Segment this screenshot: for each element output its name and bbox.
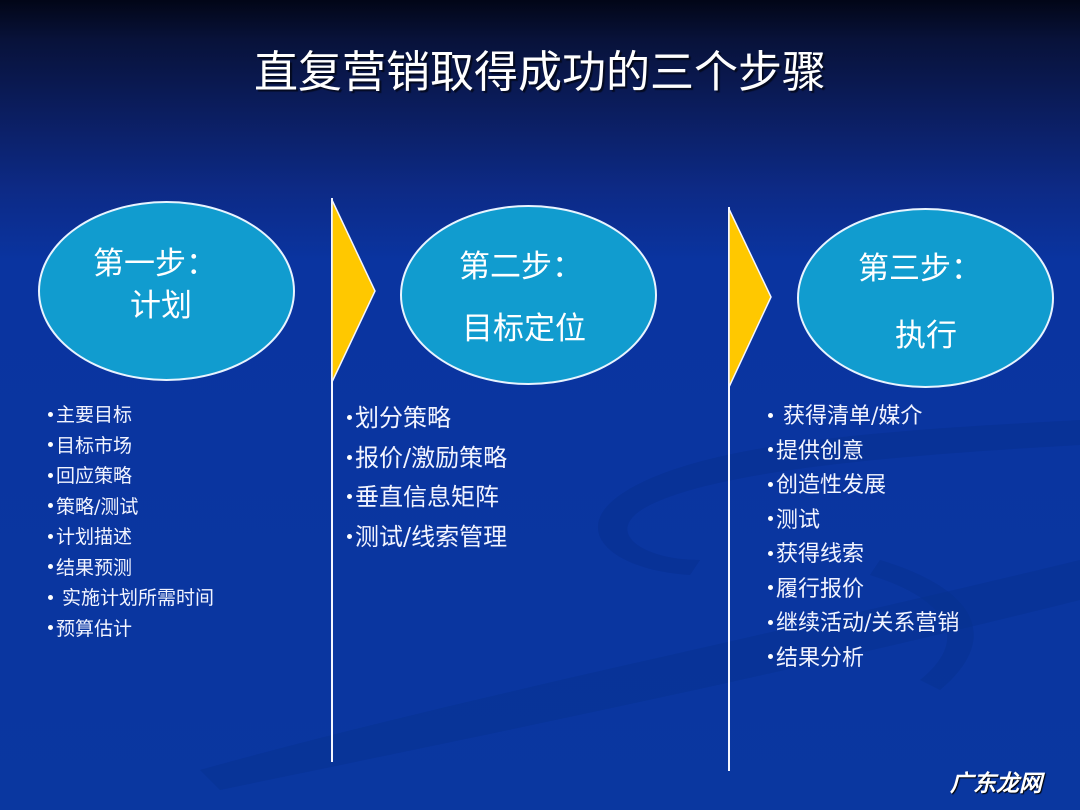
slide-title: 直复营销取得成功的三个步骤 — [254, 47, 826, 98]
bullet-dot-icon — [768, 654, 773, 659]
bullet-dot-icon — [768, 585, 773, 590]
step-2-bullet-list: 划分策略 报价/激励策略 垂直信息矩阵 测试/线索管理 — [347, 399, 507, 557]
bullet-dot-icon — [768, 447, 773, 452]
bullet-item: 获得清单/媒介 — [768, 400, 959, 435]
step-3-subtitle: 执行 — [895, 318, 957, 354]
bullet-item: 结果预测 — [48, 553, 214, 584]
bullet-item: 创造性发展 — [768, 469, 959, 504]
bullet-dot-icon — [48, 594, 53, 600]
bullet-dot-icon — [48, 442, 53, 447]
bullet-item: 回应策略 — [48, 461, 214, 492]
bullet-dot-icon — [768, 481, 773, 487]
step-1-bullet-list: 主要目标 目标市场 回应策略 策略/测试 计划描述 结果预测 实施计划所需时间 … — [48, 400, 214, 644]
bullet-item: 获得线索 — [768, 538, 959, 573]
bullet-dot-icon — [347, 494, 352, 499]
step-1-subtitle: 计划 — [130, 288, 192, 324]
bullet-item: 目标市场 — [48, 431, 214, 462]
divider-line-2 — [728, 207, 730, 771]
bullet-item: 策略/测试 — [48, 492, 214, 523]
bullet-item: 提供创意 — [768, 435, 959, 470]
bullet-dot-icon — [48, 472, 53, 478]
bullet-item: 垂直信息矩阵 — [347, 478, 507, 518]
bullet-item: 实施计划所需时间 — [48, 583, 214, 614]
step-1-heading: 第一步： — [93, 246, 217, 282]
bullet-item: 划分策略 — [347, 399, 507, 439]
bullet-item: 报价/激励策略 — [347, 439, 507, 479]
bullet-item: 结果分析 — [768, 642, 959, 677]
bullet-dot-icon — [48, 411, 53, 417]
bullet-item: 预算估计 — [48, 614, 214, 645]
bullet-dot-icon — [768, 619, 773, 625]
bullet-dot-icon — [48, 503, 53, 508]
bullet-dot-icon — [48, 625, 53, 630]
step-3-ellipse — [797, 208, 1054, 388]
bullet-dot-icon — [48, 533, 53, 539]
bullet-item: 测试/线索管理 — [347, 518, 507, 558]
bullet-item: 继续活动/关系营销 — [768, 607, 959, 642]
step-3-heading: 第三步： — [858, 251, 982, 287]
step-3-bullet-list: 获得清单/媒介 提供创意 创造性发展 测试 获得线索 履行报价 继续活动/关系营… — [768, 400, 959, 676]
step-2-subtitle: 目标定位 — [462, 311, 586, 347]
bullet-item: 履行报价 — [768, 573, 959, 608]
watermark-logo: 广东龙网 — [950, 771, 1042, 797]
bullet-item: 测试 — [768, 504, 959, 539]
bullet-dot-icon — [347, 454, 352, 460]
bullet-dot-icon — [768, 550, 773, 556]
divider-line-1 — [331, 198, 333, 762]
chevron-right-arrow-icon — [331, 199, 376, 383]
bullet-dot-icon — [347, 415, 352, 420]
step-1-ellipse — [38, 201, 295, 381]
bullet-item: 主要目标 — [48, 400, 214, 431]
bullet-dot-icon — [768, 412, 773, 418]
bullet-dot-icon — [347, 533, 352, 539]
chevron-right-arrow-icon — [728, 208, 772, 388]
bullet-item: 计划描述 — [48, 522, 214, 553]
bullet-dot-icon — [768, 516, 773, 521]
bullet-dot-icon — [48, 564, 53, 569]
step-2-heading: 第二步： — [459, 249, 583, 285]
step-2-ellipse — [400, 205, 657, 385]
